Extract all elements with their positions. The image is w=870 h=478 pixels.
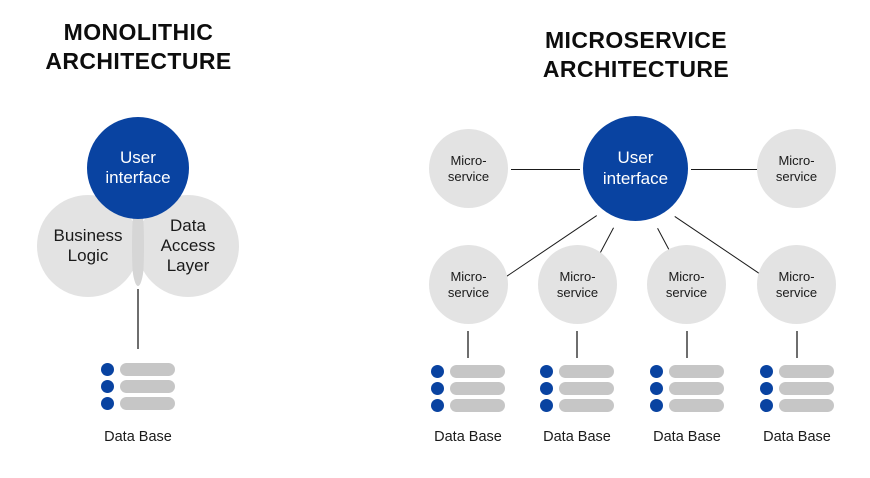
- database-bar-icon: [450, 382, 505, 395]
- database-bar-icon: [450, 365, 505, 378]
- microservice-title: MICROSERVICE ARCHITECTURE: [542, 27, 730, 82]
- node-microservice-4[interactable]: Micro- service: [757, 245, 836, 324]
- database-dot-icon: [540, 399, 553, 412]
- database-row: [650, 365, 724, 378]
- database-bar-icon: [559, 382, 614, 395]
- node-microservice-left[interactable]: Micro- service: [429, 129, 508, 208]
- database-bar-icon: [669, 365, 724, 378]
- node-microservice-right-label: Micro- service: [775, 153, 818, 184]
- database-dot-icon: [650, 382, 663, 395]
- node-microservice-2[interactable]: Micro- service: [538, 245, 617, 324]
- database-row: [101, 380, 175, 393]
- database-dot-icon: [540, 365, 553, 378]
- database-bar-icon: [779, 399, 834, 412]
- database-bar-icon: [559, 399, 614, 412]
- node-microservice-3[interactable]: Micro- service: [647, 245, 726, 324]
- database-3[interactable]: Data Base: [650, 365, 724, 445]
- connector-service-4-database: [796, 331, 798, 358]
- connector-hub-to-service-left: [511, 169, 580, 170]
- database-stack: [760, 365, 834, 412]
- node-data-access-layer-label: Data Access Layer: [160, 215, 216, 276]
- node-user-interface-hub[interactable]: User interface: [583, 116, 688, 221]
- database-row: [540, 365, 614, 378]
- database-bar-icon: [779, 382, 834, 395]
- database-bar-icon: [120, 380, 175, 393]
- database-row: [540, 382, 614, 395]
- database-bar-icon: [779, 365, 834, 378]
- database-stack: [431, 365, 505, 412]
- database-row: [650, 399, 724, 412]
- database-dot-icon: [431, 365, 444, 378]
- database-row: [760, 382, 834, 395]
- node-microservice-3-label: Micro- service: [665, 269, 708, 300]
- connector-service-1-database: [467, 331, 469, 358]
- database-2-label: Data Base: [543, 429, 611, 445]
- node-microservice-2-label: Micro- service: [556, 269, 599, 300]
- database-dot-icon: [101, 380, 114, 393]
- connector-service-2-database: [576, 331, 578, 358]
- node-user-interface-monolith-label: User interface: [105, 147, 171, 187]
- database-stack: [540, 365, 614, 412]
- database-row: [650, 382, 724, 395]
- connector-service-3-database: [686, 331, 688, 358]
- database-dot-icon: [431, 399, 444, 412]
- database-dot-icon: [650, 399, 663, 412]
- database-stack: [101, 363, 175, 410]
- database-row: [101, 397, 175, 410]
- database-dot-icon: [101, 363, 114, 376]
- database-row: [101, 363, 175, 376]
- node-microservice-right[interactable]: Micro- service: [757, 129, 836, 208]
- database-3-label: Data Base: [653, 429, 721, 445]
- database-1-label: Data Base: [434, 429, 502, 445]
- database-row: [760, 399, 834, 412]
- database-bar-icon: [450, 399, 505, 412]
- database-4[interactable]: Data Base: [760, 365, 834, 445]
- database-bar-icon: [669, 382, 724, 395]
- database-bar-icon: [669, 399, 724, 412]
- database-dot-icon: [760, 399, 773, 412]
- monolithic-title: MONOLITHIC ARCHITECTURE: [45, 19, 232, 74]
- node-microservice-left-label: Micro- service: [447, 153, 490, 184]
- connector-hub-to-service-right: [691, 169, 757, 170]
- connector-monolith-database: [137, 289, 139, 349]
- database-2[interactable]: Data Base: [540, 365, 614, 445]
- database-row: [760, 365, 834, 378]
- database-bar-icon: [559, 365, 614, 378]
- node-user-interface-monolith[interactable]: User interface: [87, 117, 189, 219]
- database-dot-icon: [650, 365, 663, 378]
- database-monolith-label: Data Base: [104, 429, 172, 445]
- database-bar-icon: [120, 363, 175, 376]
- database-dot-icon: [760, 382, 773, 395]
- database-1[interactable]: Data Base: [431, 365, 505, 445]
- database-row: [540, 399, 614, 412]
- database-stack: [650, 365, 724, 412]
- node-user-interface-hub-label: User interface: [602, 148, 669, 188]
- database-row: [431, 382, 505, 395]
- node-microservice-4-label: Micro- service: [775, 269, 818, 300]
- database-dot-icon: [101, 397, 114, 410]
- database-dot-icon: [431, 382, 444, 395]
- database-row: [431, 399, 505, 412]
- database-4-label: Data Base: [763, 429, 831, 445]
- node-microservice-1[interactable]: Micro- service: [429, 245, 508, 324]
- database-bar-icon: [120, 397, 175, 410]
- database-dot-icon: [760, 365, 773, 378]
- node-microservice-1-label: Micro- service: [447, 269, 490, 300]
- database-dot-icon: [540, 382, 553, 395]
- node-business-logic-label: Business Logic: [53, 225, 123, 265]
- database-monolith[interactable]: Data Base: [101, 363, 175, 445]
- database-row: [431, 365, 505, 378]
